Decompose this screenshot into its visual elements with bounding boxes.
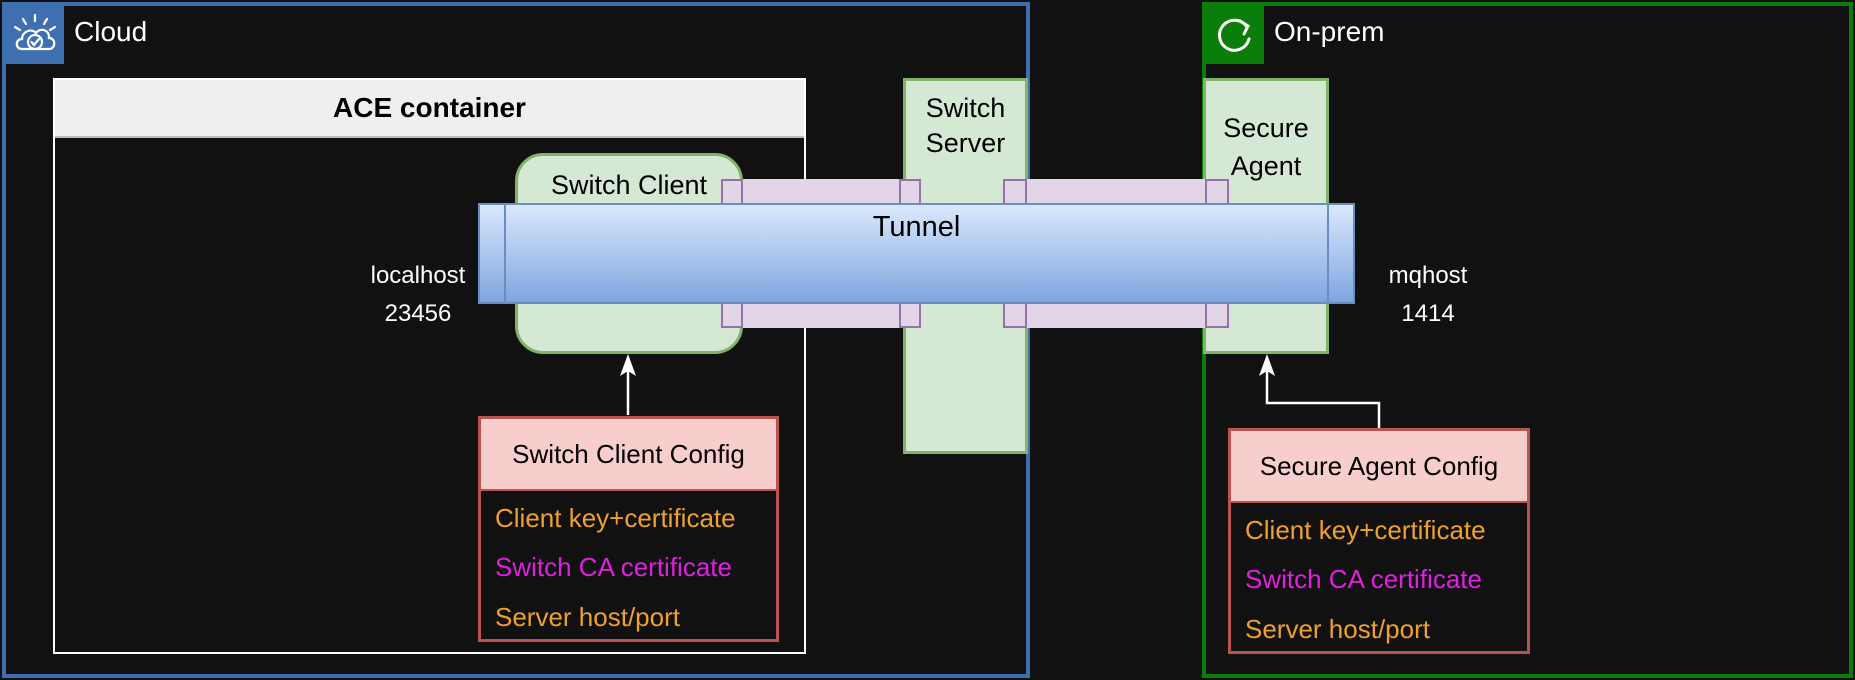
agent-config-body: Client key+certificate Switch CA certifi… [1228, 503, 1530, 654]
agent-config-item-server: Server host/port [1245, 614, 1430, 644]
cloud-label: Cloud [74, 16, 148, 47]
switch-server-line1: Switch [925, 93, 1006, 123]
left-port-label: 23456 [384, 300, 452, 327]
right-host-label: mqhost [1388, 262, 1468, 289]
cloud-zone [2, 2, 1030, 678]
tunnel-cap-right [1327, 203, 1355, 304]
client-config-item-server: Server host/port [495, 602, 680, 632]
switch-client-label: Switch Client [550, 170, 708, 200]
connection-strip-segment [741, 302, 901, 328]
connection-strip-segment [1025, 179, 1207, 205]
agent-config-arrow [1265, 368, 1381, 428]
tunnel-label: Tunnel [872, 211, 961, 243]
refresh-icon [1206, 6, 1264, 64]
client-config-body: Client key+certificate Switch CA certifi… [478, 491, 779, 642]
agent-config-item-ca: Switch CA certificate [1245, 564, 1482, 594]
client-config-header: Switch Client Config [478, 416, 779, 492]
tunnel: Tunnel [478, 203, 1355, 304]
switch-server-line2: Server [925, 128, 1006, 158]
ace-container-title: ACE container [55, 80, 804, 138]
agent-config-arrowhead [1259, 354, 1275, 376]
connection-strip-segment [1025, 302, 1207, 328]
connection-strip-segment [741, 179, 901, 205]
right-port-label: 1414 [1401, 300, 1455, 327]
agent-config-header: Secure Agent Config [1228, 428, 1530, 504]
client-config-item-ca: Switch CA certificate [495, 552, 732, 582]
cloud-check-icon [6, 6, 64, 64]
secure-agent-line2: Agent [1230, 151, 1302, 181]
secure-agent-line1: Secure [1223, 113, 1309, 143]
agent-config-item-key: Client key+certificate [1245, 515, 1486, 545]
left-host-label: localhost [370, 262, 466, 289]
tunnel-cap-left [478, 203, 506, 304]
onprem-label: On-prem [1274, 16, 1385, 47]
client-config-item-key: Client key+certificate [495, 503, 736, 533]
client-config-arrowhead [620, 354, 636, 376]
